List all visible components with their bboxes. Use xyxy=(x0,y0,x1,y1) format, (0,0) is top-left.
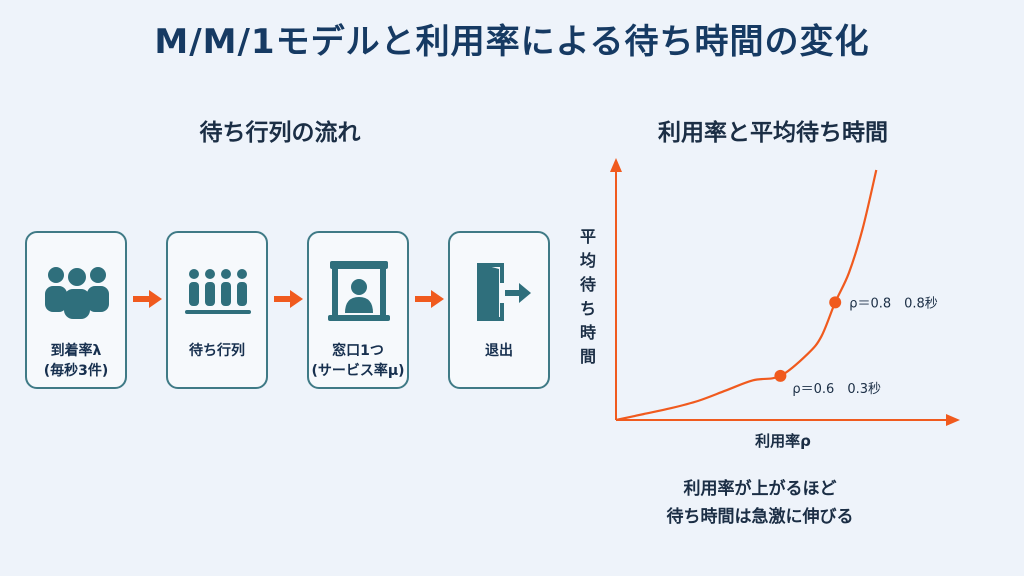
step-queue: 待ち行列 xyxy=(166,231,268,389)
step-exit: 退出 xyxy=(448,231,550,389)
y-axis-label-char: 間 xyxy=(580,347,596,366)
queue-line-icon xyxy=(185,269,251,314)
flow-arrow-icon xyxy=(274,290,303,308)
queue-flow-heading: 待ち行列の流れ xyxy=(199,120,361,146)
step-label: 窓口1つ (サービス率μ) xyxy=(309,341,407,381)
y-axis-label-char: 平 xyxy=(580,227,596,246)
x-axis-arrowhead-icon xyxy=(946,414,960,426)
people-group-icon xyxy=(45,267,109,319)
step-label-line1: 到着率λ xyxy=(50,343,102,359)
step-label: 待ち行列 xyxy=(168,341,266,361)
data-point-label: ρ＝0.8 0.8秒 xyxy=(849,296,938,311)
step-label-line2: (サービス率μ) xyxy=(311,363,405,379)
page-title: M/M/1モデルと利用率による待ち時間の変化 xyxy=(154,22,870,62)
step-label: 退出 xyxy=(450,341,548,361)
y-axis-label-char: 均 xyxy=(580,251,596,270)
utilization-wait-chart: 平均待ち時間 ρ＝0.6 0.3秒 ρ＝0.8 0.8秒 利用率ρ xyxy=(580,158,960,450)
flow-arrow-icon xyxy=(415,290,444,308)
chart-heading: 利用率と平均待ち時間 xyxy=(658,120,888,146)
x-axis-label: 利用率ρ xyxy=(755,432,811,450)
data-point-marker xyxy=(829,296,842,309)
y-axis-label-char: ち xyxy=(580,299,596,318)
step-label: 到着率λ (毎秒3件) xyxy=(27,341,125,381)
y-axis-label-char: 時 xyxy=(580,323,596,342)
step-label-line2: (毎秒3件) xyxy=(43,363,109,379)
step-label-line1: 退出 xyxy=(485,343,513,359)
y-axis-label: 平均待ち時間 xyxy=(580,227,596,366)
step-service: 窓口1つ (サービス率μ) xyxy=(307,231,409,389)
step-label-line1: 窓口1つ xyxy=(332,343,384,359)
service-window-icon xyxy=(328,261,390,321)
flow-arrow-icon xyxy=(133,290,162,308)
data-point-label: ρ＝0.6 0.3秒 xyxy=(792,382,881,397)
step-arrival: 到着率λ (毎秒3件) xyxy=(25,231,127,389)
caption-line2: 待ち時間は急激に伸びる xyxy=(666,507,854,527)
y-axis-label-char: 待 xyxy=(580,275,596,294)
step-label-line1: 待ち行列 xyxy=(189,343,245,359)
exit-door-icon xyxy=(477,263,531,321)
data-point-marker xyxy=(774,369,787,382)
caption-line1: 利用率が上がるほど xyxy=(683,479,837,499)
y-axis-arrowhead-icon xyxy=(610,158,622,172)
